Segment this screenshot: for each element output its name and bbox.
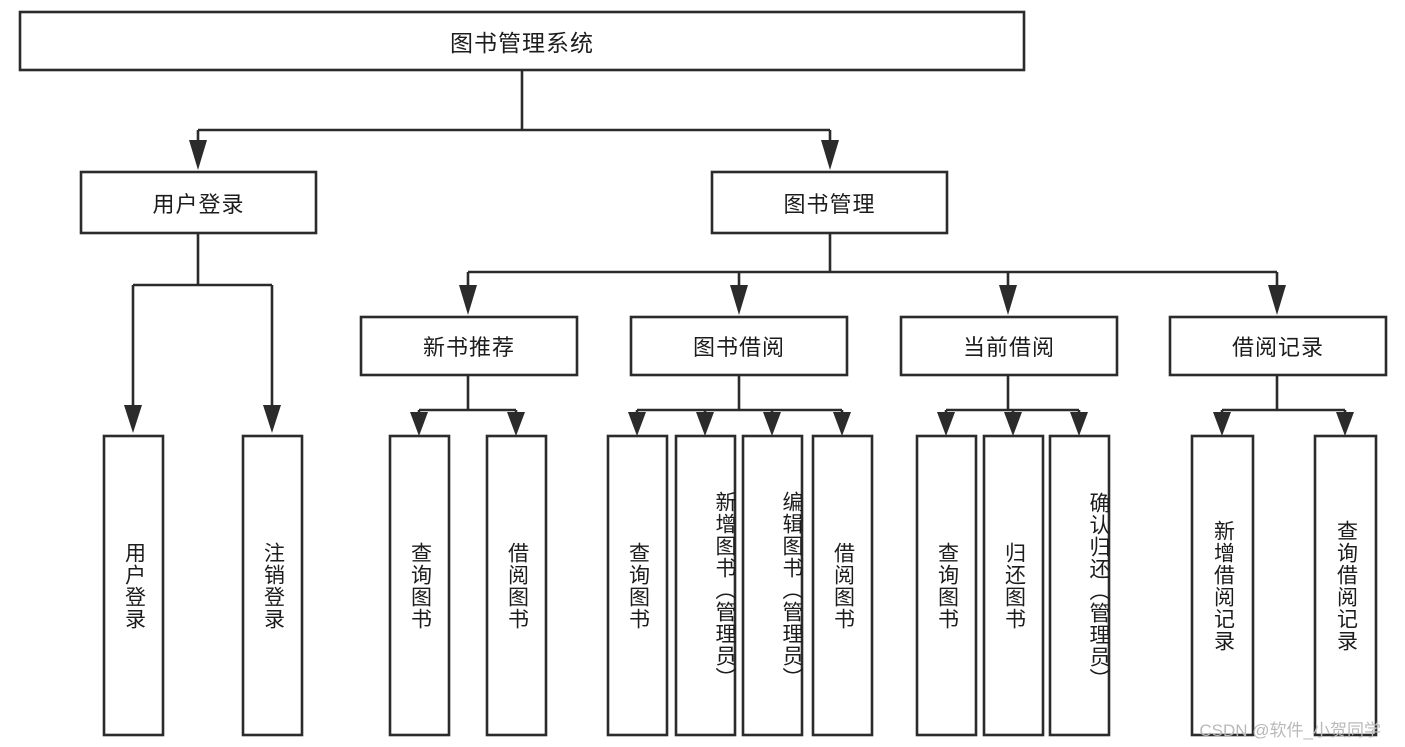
leaf-recommend-1[interactable]: [485, 434, 548, 737]
connector-group-borrow: [628, 375, 851, 436]
arrow-head-icon: [628, 412, 646, 436]
leaf-borrow-3[interactable]: [811, 434, 874, 737]
node-book-manage[interactable]: [710, 170, 949, 235]
arrow-head-icon: [999, 285, 1017, 315]
arrow-head-icon: [124, 405, 142, 433]
arrow-head-icon: [730, 285, 748, 315]
arrow-head-icon: [410, 412, 428, 436]
leaf-borrow-0[interactable]: [606, 434, 669, 737]
arrow-head-icon: [1070, 412, 1088, 436]
arrow-head-icon: [1004, 412, 1022, 436]
leaf-current-2[interactable]: [1048, 434, 1111, 737]
leaf-borrow-2[interactable]: [741, 434, 804, 737]
node-book-borrow[interactable]: [629, 315, 849, 377]
connector-group-recommend: [410, 375, 525, 436]
leaf-current-0[interactable]: [915, 434, 978, 737]
arrow-head-icon: [459, 285, 477, 315]
arrow-head-icon: [1268, 285, 1286, 315]
arrow-head-icon: [937, 412, 955, 436]
connector-group-user-login: [124, 233, 281, 433]
node-root[interactable]: [18, 10, 1026, 72]
arrow-head-icon: [507, 412, 525, 436]
node-current-borrow[interactable]: [899, 315, 1119, 377]
leaf-record-0[interactable]: [1190, 434, 1255, 737]
connector-group-book-manage: [459, 233, 1286, 315]
arrow-head-icon: [263, 405, 281, 433]
arrow-head-icon: [763, 412, 781, 436]
node-new-book-recommend[interactable]: [359, 315, 579, 377]
arrow-head-icon: [1336, 412, 1354, 436]
arrow-head-icon: [833, 412, 851, 436]
arrow-head-icon: [189, 140, 207, 170]
connector-group-root: [189, 70, 839, 170]
node-user-login[interactable]: [79, 170, 318, 235]
arrow-head-icon: [696, 412, 714, 436]
leaf-current-1[interactable]: [982, 434, 1045, 737]
leaf-recommend-0[interactable]: [388, 434, 451, 737]
connector-group-record: [1213, 375, 1354, 436]
leaf-record-1[interactable]: [1313, 434, 1378, 737]
leaf-user-login-0[interactable]: [102, 434, 165, 737]
connector-group-current: [937, 375, 1088, 436]
leaf-user-login-1[interactable]: [241, 434, 304, 737]
leaf-borrow-1[interactable]: [674, 434, 737, 737]
arrow-head-icon: [1213, 412, 1231, 436]
node-borrow-record[interactable]: [1168, 315, 1388, 377]
arrow-head-icon: [821, 140, 839, 170]
